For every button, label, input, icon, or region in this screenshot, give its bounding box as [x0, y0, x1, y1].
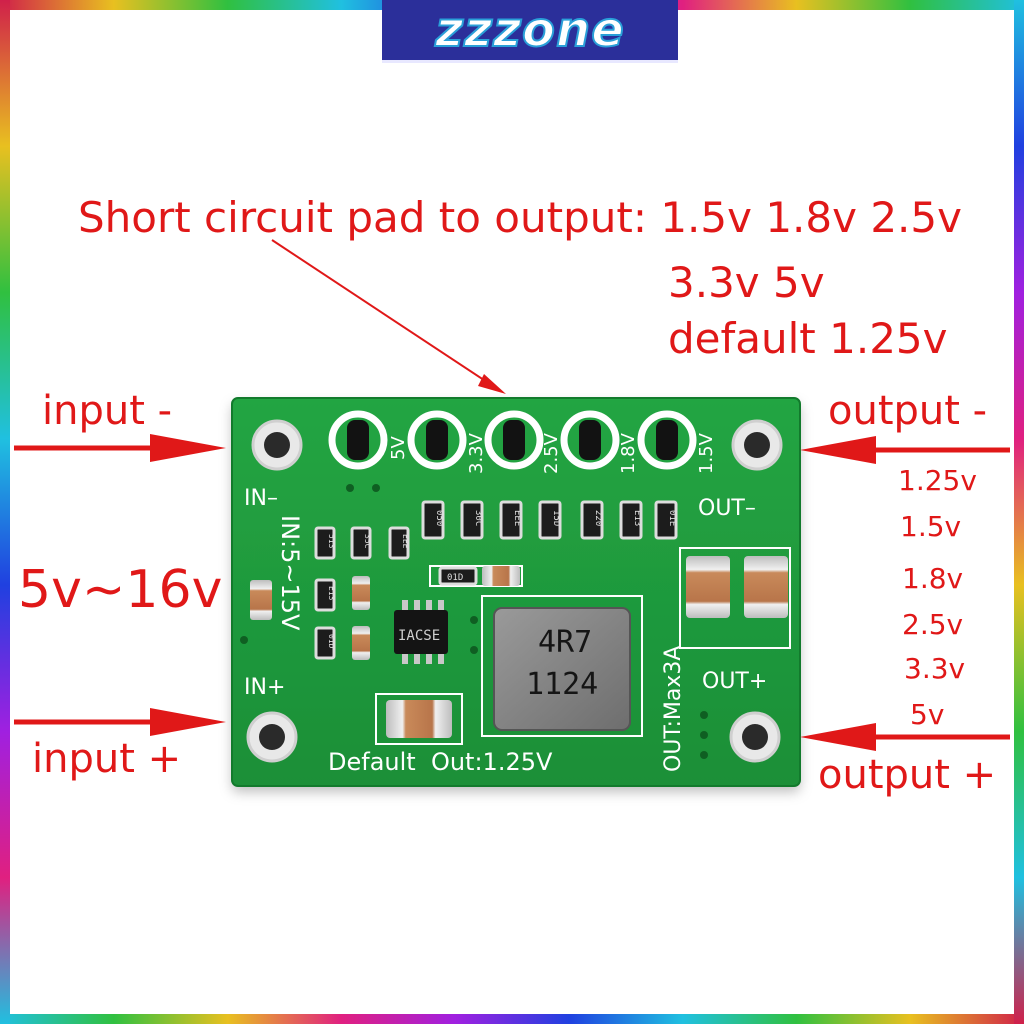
left-resistor-code-0: 513 [327, 534, 336, 549]
resistor-cluster-left [314, 526, 410, 660]
caption-line-3: default 1.25v [668, 314, 948, 363]
resistor-code-1: 30C [473, 510, 483, 526]
brand-watermark: zzzone [382, 0, 678, 63]
brand-logo-text: zzzone [434, 1, 625, 59]
arrow-caption-pointer [478, 374, 506, 394]
resistor-code-5: E13 [632, 510, 642, 526]
label-input-minus: input - [42, 388, 173, 434]
output-option-5: 5v [910, 698, 945, 731]
capacitor-small-1 [352, 576, 370, 610]
capacitor-small-horizontal [482, 566, 520, 586]
silk-in-minus: IN– [244, 486, 278, 511]
jumper-pad-3v3 [407, 410, 467, 470]
left-resistor-code-3: E13 [327, 586, 336, 601]
small-resistor-code: 01D [447, 573, 463, 583]
rainbow-frame-bottom [0, 1014, 1024, 1024]
silk-out-max: OUT:Max3A [661, 646, 686, 772]
silk-out-minus: OUT– [698, 496, 756, 521]
mounting-hole-bottom-right [729, 711, 781, 763]
resistor-code-4: 220 [593, 510, 603, 526]
rainbow-frame-right [1014, 0, 1024, 1024]
jumper-pad-2v5 [484, 410, 544, 470]
output-option-1: 1.5v [900, 510, 962, 543]
arrow-output-minus [800, 436, 876, 464]
pad-label-3v3: 3.3V [466, 432, 487, 474]
left-resistor-code-1: 35C [363, 534, 372, 549]
rainbow-frame-left [0, 0, 10, 1024]
pcb-substrate [232, 398, 800, 786]
label-output-plus: output + [818, 752, 997, 798]
resistor-code-6: 01E [667, 510, 677, 526]
resistor-code-2: EEE [512, 510, 522, 526]
capacitor-input-small [250, 580, 272, 620]
left-resistor-code-2: EEE [401, 534, 410, 549]
regulator-ic: IACSE [394, 600, 448, 664]
label-input-range: 5v~16v [18, 560, 223, 620]
output-option-4: 3.3v [904, 652, 966, 685]
ic-marking: IACSE [398, 628, 440, 644]
silk-default-out: Default Out:1.25V [328, 748, 553, 776]
mounting-hole-bottom-left [246, 711, 298, 763]
output-option-0: 1.25v [898, 464, 977, 497]
resistor-small-horizontal [438, 566, 478, 586]
caption-line-1: Short circuit pad to output: 1.5v 1.8v 2… [78, 193, 962, 242]
mounting-hole-top-right [731, 419, 783, 471]
annotation-arrows [14, 239, 1010, 751]
capacitor-output-2 [744, 556, 788, 618]
resistor-code-0: 050 [434, 510, 444, 526]
inductor-marking-1: 4R7 [538, 625, 592, 660]
capacitor-input-bulk [386, 700, 452, 738]
pad-label-1v8: 1.8V [618, 432, 639, 474]
silk-out-plus: OUT+ [702, 669, 767, 694]
resistor-row-top [421, 500, 678, 540]
label-input-plus: input + [32, 736, 182, 782]
mounting-hole-top-left [251, 419, 303, 471]
arrow-input-minus [150, 434, 226, 462]
pad-label-1v5: 1.5V [696, 432, 717, 474]
output-option-2: 1.8v [902, 562, 964, 595]
pad-label-2v5: 2.5V [541, 432, 562, 474]
label-output-minus: output - [828, 388, 988, 434]
jumper-pad-1v8 [560, 410, 620, 470]
capacitor-output-1 [686, 556, 730, 618]
power-inductor: 4R7 1124 [493, 607, 631, 731]
arrow-input-plus [150, 708, 226, 736]
silk-in-range: IN:5~15V [276, 515, 304, 631]
output-option-3: 2.5v [902, 608, 964, 641]
left-resistor-code-4: 01D [327, 634, 336, 649]
resistor-code-3: 15D [551, 510, 561, 526]
pcb-board: 5V 3.3V 2.5V 1.8V 1.5V IN– IN+ IN:5~15V … [231, 397, 801, 787]
jumper-pad-5v [328, 410, 388, 470]
inductor-marking-2: 1124 [526, 667, 598, 702]
arrow-output-plus [800, 723, 876, 751]
caption-line-2: 3.3v 5v [668, 258, 825, 307]
capacitor-small-2 [352, 626, 370, 660]
silk-in-plus: IN+ [244, 675, 285, 700]
pad-label-5v: 5V [388, 436, 409, 460]
jumper-pad-1v5 [637, 410, 697, 470]
